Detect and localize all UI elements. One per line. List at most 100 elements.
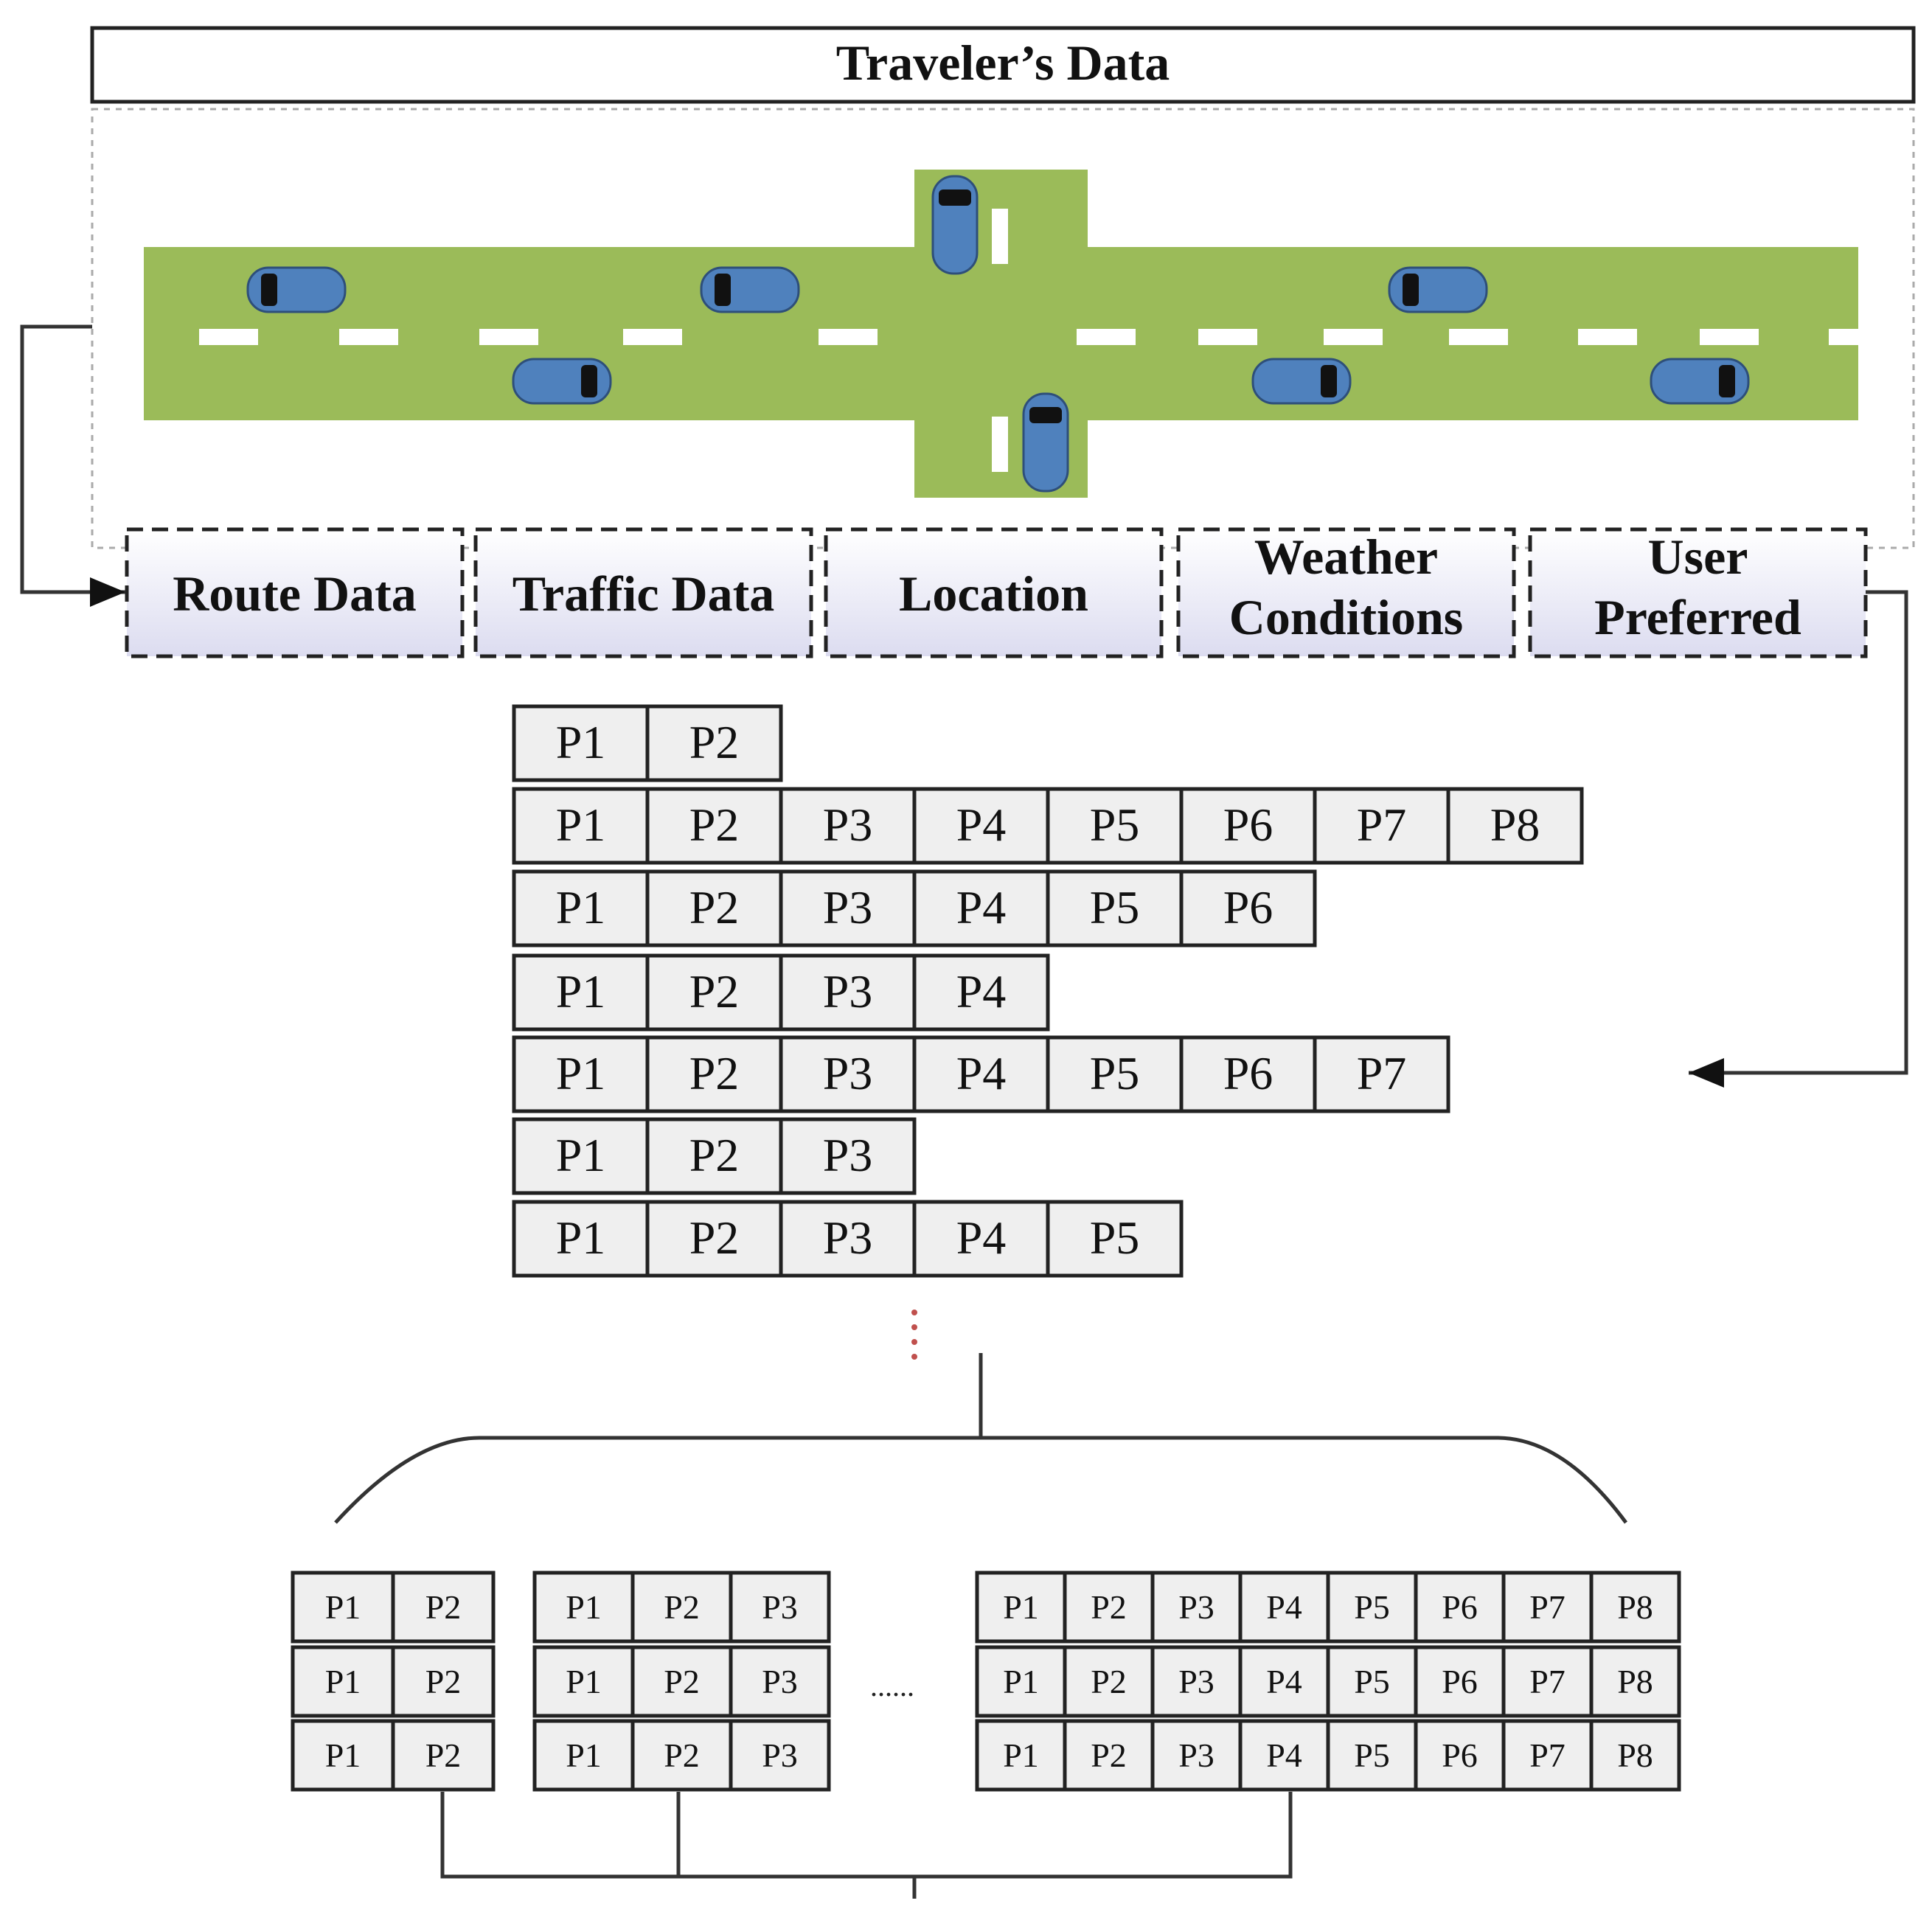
group-cell — [291, 1719, 395, 1792]
category-label: Preferred — [1594, 589, 1801, 645]
group-cell-label: P1 — [325, 1588, 361, 1626]
lane-mark — [199, 329, 258, 345]
lane-mark — [992, 209, 1008, 264]
left-arrow-head — [90, 577, 125, 607]
route-cell — [912, 1200, 1050, 1278]
category-label: Traffic Data — [512, 566, 775, 622]
group-cell-label: P6 — [1442, 1736, 1478, 1774]
lane-mark — [1829, 329, 1858, 345]
group-cell — [532, 1645, 635, 1718]
title-box — [90, 26, 1916, 104]
route-cell-label: P3 — [823, 965, 873, 1018]
group-cell-label: P2 — [664, 1588, 700, 1626]
route-cell — [779, 1117, 917, 1195]
route-cell-label: P1 — [556, 965, 606, 1018]
group-cell-label: P8 — [1617, 1588, 1653, 1626]
car-icon — [1650, 358, 1750, 405]
route-cell — [779, 1035, 917, 1113]
group-cell — [1589, 1719, 1681, 1792]
route-cell-label: P5 — [1090, 799, 1140, 851]
route-cell — [1313, 787, 1450, 865]
category-label: Route Data — [173, 566, 417, 622]
group-cell-label: P6 — [1442, 1588, 1478, 1626]
route-cell-label: P4 — [956, 965, 1007, 1018]
bottom-connectors — [440, 1792, 1293, 1899]
route-cell — [1046, 869, 1184, 947]
group-cell — [975, 1645, 1067, 1718]
page-title: Traveler’s Data — [836, 35, 1170, 91]
group-cell — [1501, 1719, 1594, 1792]
group-cell — [1063, 1571, 1155, 1644]
group-cell-label: P7 — [1529, 1588, 1566, 1626]
data-categories: Route Data Traffic Data LocationWeatherCon… — [125, 527, 1868, 658]
lane-mark — [1449, 329, 1508, 345]
route-cell — [779, 787, 917, 865]
route-cell — [779, 953, 917, 1032]
group-cell-label: P3 — [1178, 1663, 1215, 1700]
category-box: Location — [824, 527, 1164, 658]
route-cell — [912, 1035, 1050, 1113]
route-row: P1 P2 P3 P4 — [512, 953, 1050, 1032]
group-cell-label: P2 — [1091, 1663, 1127, 1700]
route-cell-label: P3 — [823, 799, 873, 851]
route-cell-label: P4 — [956, 1047, 1007, 1099]
group-cell-label: P2 — [1091, 1588, 1127, 1626]
lane-mark — [339, 329, 398, 345]
lane-mark — [819, 329, 878, 345]
route-cell-label: P3 — [823, 1129, 873, 1181]
route-cell-label: P2 — [689, 881, 740, 933]
route-cell — [512, 869, 650, 947]
group-cell — [1238, 1719, 1330, 1792]
group-cell-label: P5 — [1354, 1663, 1390, 1700]
group-cell-label: P3 — [1178, 1736, 1215, 1774]
route-cell-label: P1 — [556, 1129, 606, 1181]
route-cell — [779, 869, 917, 947]
route-cell-label: P2 — [689, 799, 740, 851]
group-cell-label: P1 — [566, 1663, 602, 1700]
category-label: User — [1648, 529, 1748, 585]
category-label: Conditions — [1229, 589, 1463, 645]
route-cell-label: P5 — [1090, 1211, 1140, 1264]
group-cell — [1063, 1645, 1155, 1718]
group-cell-label: P2 — [425, 1588, 462, 1626]
groups-ellipsis: ...... — [870, 1669, 914, 1703]
route-cell — [512, 704, 650, 782]
route-cell — [1179, 1035, 1317, 1113]
route-cell — [645, 704, 783, 782]
cars — [246, 175, 1750, 493]
group-cell-label: P1 — [325, 1736, 361, 1774]
group-cell-label: P3 — [762, 1588, 798, 1626]
car-icon — [700, 266, 800, 313]
route-cell-label: P6 — [1223, 799, 1273, 851]
route-cell-label: P7 — [1357, 1047, 1407, 1099]
route-cell — [512, 1035, 650, 1113]
lane-mark — [1198, 329, 1257, 345]
route-cell — [1313, 1035, 1450, 1113]
group-cell — [1589, 1571, 1681, 1644]
route-cell-label: P4 — [956, 881, 1007, 933]
route-cell-label: P1 — [556, 716, 606, 768]
group-cell-label: P7 — [1529, 1736, 1566, 1774]
category-box: Traffic Data — [473, 527, 813, 658]
group-cell-label: P2 — [425, 1736, 462, 1774]
group-cell-label: P1 — [1003, 1663, 1039, 1700]
traveler-data-container — [91, 108, 1915, 549]
group-cell — [1414, 1571, 1506, 1644]
route-cell — [1179, 869, 1317, 947]
road-scene — [144, 170, 1858, 498]
route-cell-label: P2 — [689, 965, 740, 1018]
group-cell-label: P1 — [325, 1663, 361, 1700]
group-cell-label: P6 — [1442, 1663, 1478, 1700]
car-icon — [1388, 266, 1488, 313]
lane-mark — [1578, 329, 1637, 345]
route-cell-label: P1 — [556, 1047, 606, 1099]
car-icon — [931, 175, 979, 275]
group-cell-label: P3 — [762, 1663, 798, 1700]
group-cell — [1501, 1645, 1594, 1718]
